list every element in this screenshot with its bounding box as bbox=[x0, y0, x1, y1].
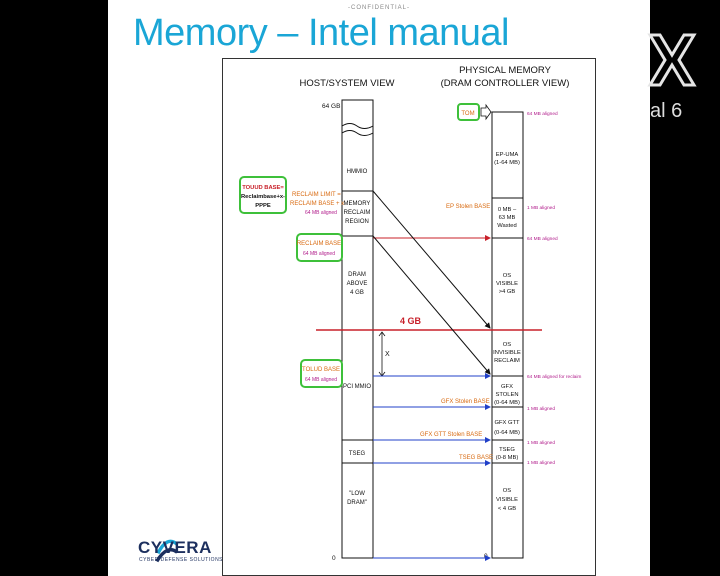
reclaim-base-callout-box: RECLAIM BASE 64 MB aligned bbox=[296, 233, 343, 262]
confidential-label: -CONFIDENTIAL- bbox=[348, 5, 410, 11]
callout-labels: RECLAIM LIMIT = RECLAIM BASE + x EP Stol… bbox=[290, 192, 493, 461]
phys-gfx-gtt-1: GFX GTT bbox=[494, 420, 520, 426]
region-tseg: TSEG bbox=[349, 451, 366, 457]
region-memory-reclaim-2: RECLAIM bbox=[344, 210, 371, 216]
phys-tseg-1: TSEG bbox=[499, 447, 515, 453]
phys-view-header-2: (DRAM CONTROLLER VIEW) bbox=[441, 78, 570, 89]
reclaim-limit-1: RECLAIM LIMIT = bbox=[292, 192, 341, 198]
align-ep: 1 MB aligned bbox=[527, 205, 555, 211]
phys-os-visible-low-2: VISIBLE bbox=[496, 497, 518, 503]
tseg-base: TSEG BASE bbox=[459, 455, 493, 461]
align-tom: 64 MB aligned bbox=[527, 111, 558, 117]
memory-map-diagram: HOST/SYSTEM VIEW PHYSICAL MEMORY (DRAM C… bbox=[222, 58, 596, 576]
host-region-labels: HMMIO MEMORY RECLAIM REGION DRAM ABOVE 4… bbox=[343, 169, 371, 506]
reclaim-limit-diagonal bbox=[372, 190, 491, 329]
phys-gfx-gtt-2: (0-64 MB) bbox=[494, 430, 520, 436]
phys-os-visible-low-3: < 4 GB bbox=[498, 506, 516, 512]
reclaim-base-1: RECLAIM BASE bbox=[297, 241, 341, 247]
phys-gfx-stolen-1: GFX bbox=[501, 384, 513, 390]
phys-wasted-1: 0 MB – bbox=[498, 207, 517, 213]
align-gfx-stolen: 1 MB aligned bbox=[527, 406, 555, 412]
region-memory-reclaim-1: MEMORY bbox=[344, 201, 371, 207]
touud-1: TOUUD BASE= bbox=[242, 185, 284, 191]
reclaim-limit-2: RECLAIM BASE + x bbox=[290, 201, 344, 207]
touud-2: Reclaimbase+x- bbox=[241, 194, 285, 200]
tom-label: TOM bbox=[461, 111, 474, 117]
label-4gb: 4 GB bbox=[400, 316, 422, 326]
align-reclaim-base: 64 MB aligned for reclaim bbox=[527, 374, 581, 380]
reclaim-base-2: 64 MB aligned bbox=[303, 251, 335, 257]
region-pci-mmio: PCI MMIO bbox=[343, 384, 371, 390]
ep-stolen-base: EP Stolen BASE bbox=[446, 204, 490, 210]
region-memory-reclaim-3: REGION bbox=[345, 219, 369, 225]
gfx-stolen-base: GFX Stolen BASE bbox=[441, 399, 490, 405]
x-watermark-icon bbox=[647, 33, 697, 87]
cyvera-logo-subtitle: CYBER DEFENSE SOLUTIONS bbox=[139, 557, 224, 563]
label-x: X bbox=[385, 351, 390, 358]
align-reclaim: 64 MB aligned bbox=[527, 236, 558, 242]
slide-title: Memory – Intel manual bbox=[133, 12, 510, 54]
cyvera-logo-icon bbox=[155, 539, 179, 563]
right-overlay-text: al 6 bbox=[650, 100, 683, 122]
phys-gfx-stolen-3: (0-64 MB) bbox=[494, 400, 520, 406]
reclaim-limit-3: 64 MB aligned bbox=[305, 210, 337, 216]
phys-region-labels: EP-UMA (1-64 MB) 0 MB – 63 MB Wasted OS … bbox=[493, 152, 521, 512]
phys-ep-uma-1: EP-UMA bbox=[496, 152, 519, 158]
phys-os-invisible-3: RECLAIM bbox=[494, 358, 520, 364]
label-zero-right: 0 bbox=[484, 553, 488, 560]
gfx-gtt-stolen-base: GFX GTT Stolen BASE bbox=[420, 432, 482, 438]
phys-view-header-1: PHYSICAL MEMORY bbox=[459, 65, 552, 76]
region-low-dram-2: DRAM" bbox=[347, 500, 367, 506]
tolud-1: TOLUD BASE bbox=[302, 367, 340, 373]
phys-wasted-2: 63 MB bbox=[499, 215, 516, 221]
host-view-header: HOST/SYSTEM VIEW bbox=[299, 78, 394, 89]
slide: -CONFIDENTIAL- Memory – Intel manual HOS… bbox=[108, 0, 650, 576]
align-gfx-gtt: 1 MB aligned bbox=[527, 440, 555, 446]
phys-os-visible-high-3: >4 GB bbox=[499, 289, 516, 295]
touud-3: PPPE bbox=[255, 203, 271, 209]
alignment-notes: 64 MB aligned 1 MB aligned 64 MB aligned… bbox=[527, 111, 581, 466]
align-tseg: 1 MB aligned bbox=[527, 460, 555, 466]
phys-gfx-stolen-2: STOLEN bbox=[495, 392, 518, 398]
label-64gb: 64 GB bbox=[322, 103, 340, 110]
physical-column bbox=[491, 111, 524, 559]
region-dram-above-1: DRAM bbox=[348, 272, 366, 278]
phys-os-visible-high-2: VISIBLE bbox=[496, 281, 518, 287]
label-zero-left: 0 bbox=[332, 555, 336, 562]
cyvera-logo-text: CYVERA bbox=[138, 538, 212, 557]
phys-ep-uma-2: (1-64 MB) bbox=[494, 160, 520, 166]
region-hmmio: HMMIO bbox=[347, 169, 368, 175]
host-column bbox=[341, 99, 374, 559]
tolud-callout-box: TOLUD BASE 64 MB aligned bbox=[300, 359, 343, 388]
phys-wasted-3: Wasted bbox=[497, 223, 516, 229]
phys-os-invisible-2: INVISIBLE bbox=[493, 350, 521, 356]
phys-os-invisible-1: OS bbox=[503, 342, 512, 348]
phys-tseg-2: (0-8 MB) bbox=[496, 455, 519, 461]
phys-os-visible-high-1: OS bbox=[503, 273, 512, 279]
region-dram-above-2: ABOVE bbox=[347, 281, 368, 287]
region-low-dram-1: "LOW bbox=[349, 491, 365, 497]
reclaim-base-diagonal bbox=[372, 235, 491, 375]
region-dram-above-3: 4 GB bbox=[350, 290, 364, 296]
touud-callout-box: TOUUD BASE= Reclaimbase+x- PPPE bbox=[239, 176, 287, 214]
phys-os-visible-low-1: OS bbox=[503, 488, 512, 494]
tom-callout-box: TOM bbox=[457, 103, 492, 121]
tolud-2: 64 MB aligned bbox=[305, 377, 337, 383]
